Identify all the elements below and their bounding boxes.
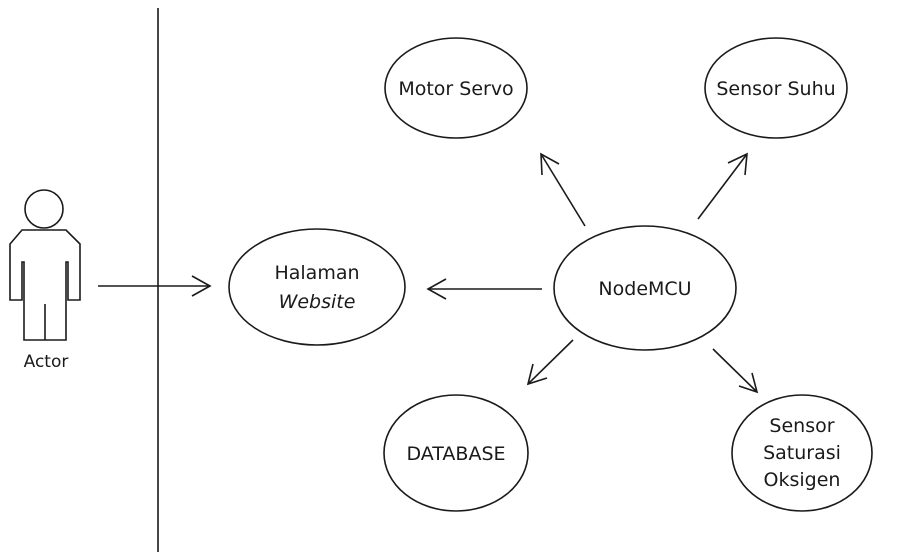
actor-body [9,229,81,341]
actor-head [24,189,64,229]
database-label: DATABASE [406,443,505,465]
arrow-nodemcu-to-database [526,339,574,386]
arrow-nodemcu-to-sensor-suhu [697,152,748,220]
usecase-motor-servo[interactable]: Motor Servo [384,37,528,139]
actor-figure[interactable]: Actor [9,189,81,372]
saturasi-label-line2: Saturasi [763,442,841,464]
saturasi-label-line1: Sensor [769,415,834,437]
actor-label: Actor [24,352,69,372]
usecase-sensor-suhu[interactable]: Sensor Suhu [704,37,848,139]
arrow-nodemcu-to-saturasi [712,348,759,394]
usecase-database[interactable]: DATABASE [383,394,529,512]
usecase-halaman-website[interactable]: Halaman Website [228,228,406,346]
halaman-label-line1: Halaman [274,262,359,284]
arrow-nodemcu-to-website [426,278,542,300]
nodemcu-label: NodeMCU [598,278,691,300]
sensor-suhu-label: Sensor Suhu [716,78,835,100]
saturasi-label-line3: Oksigen [764,469,841,491]
usecase-sensor-saturasi-oksigen[interactable]: Sensor Saturasi Oksigen [731,394,873,512]
halaman-label-line2: Website [279,291,356,313]
motor-servo-label: Motor Servo [398,78,513,100]
arrow-nodemcu-to-motor-servo [540,152,586,227]
arrow-actor-to-website [98,275,212,297]
usecase-nodemcu[interactable]: NodeMCU [553,225,737,351]
